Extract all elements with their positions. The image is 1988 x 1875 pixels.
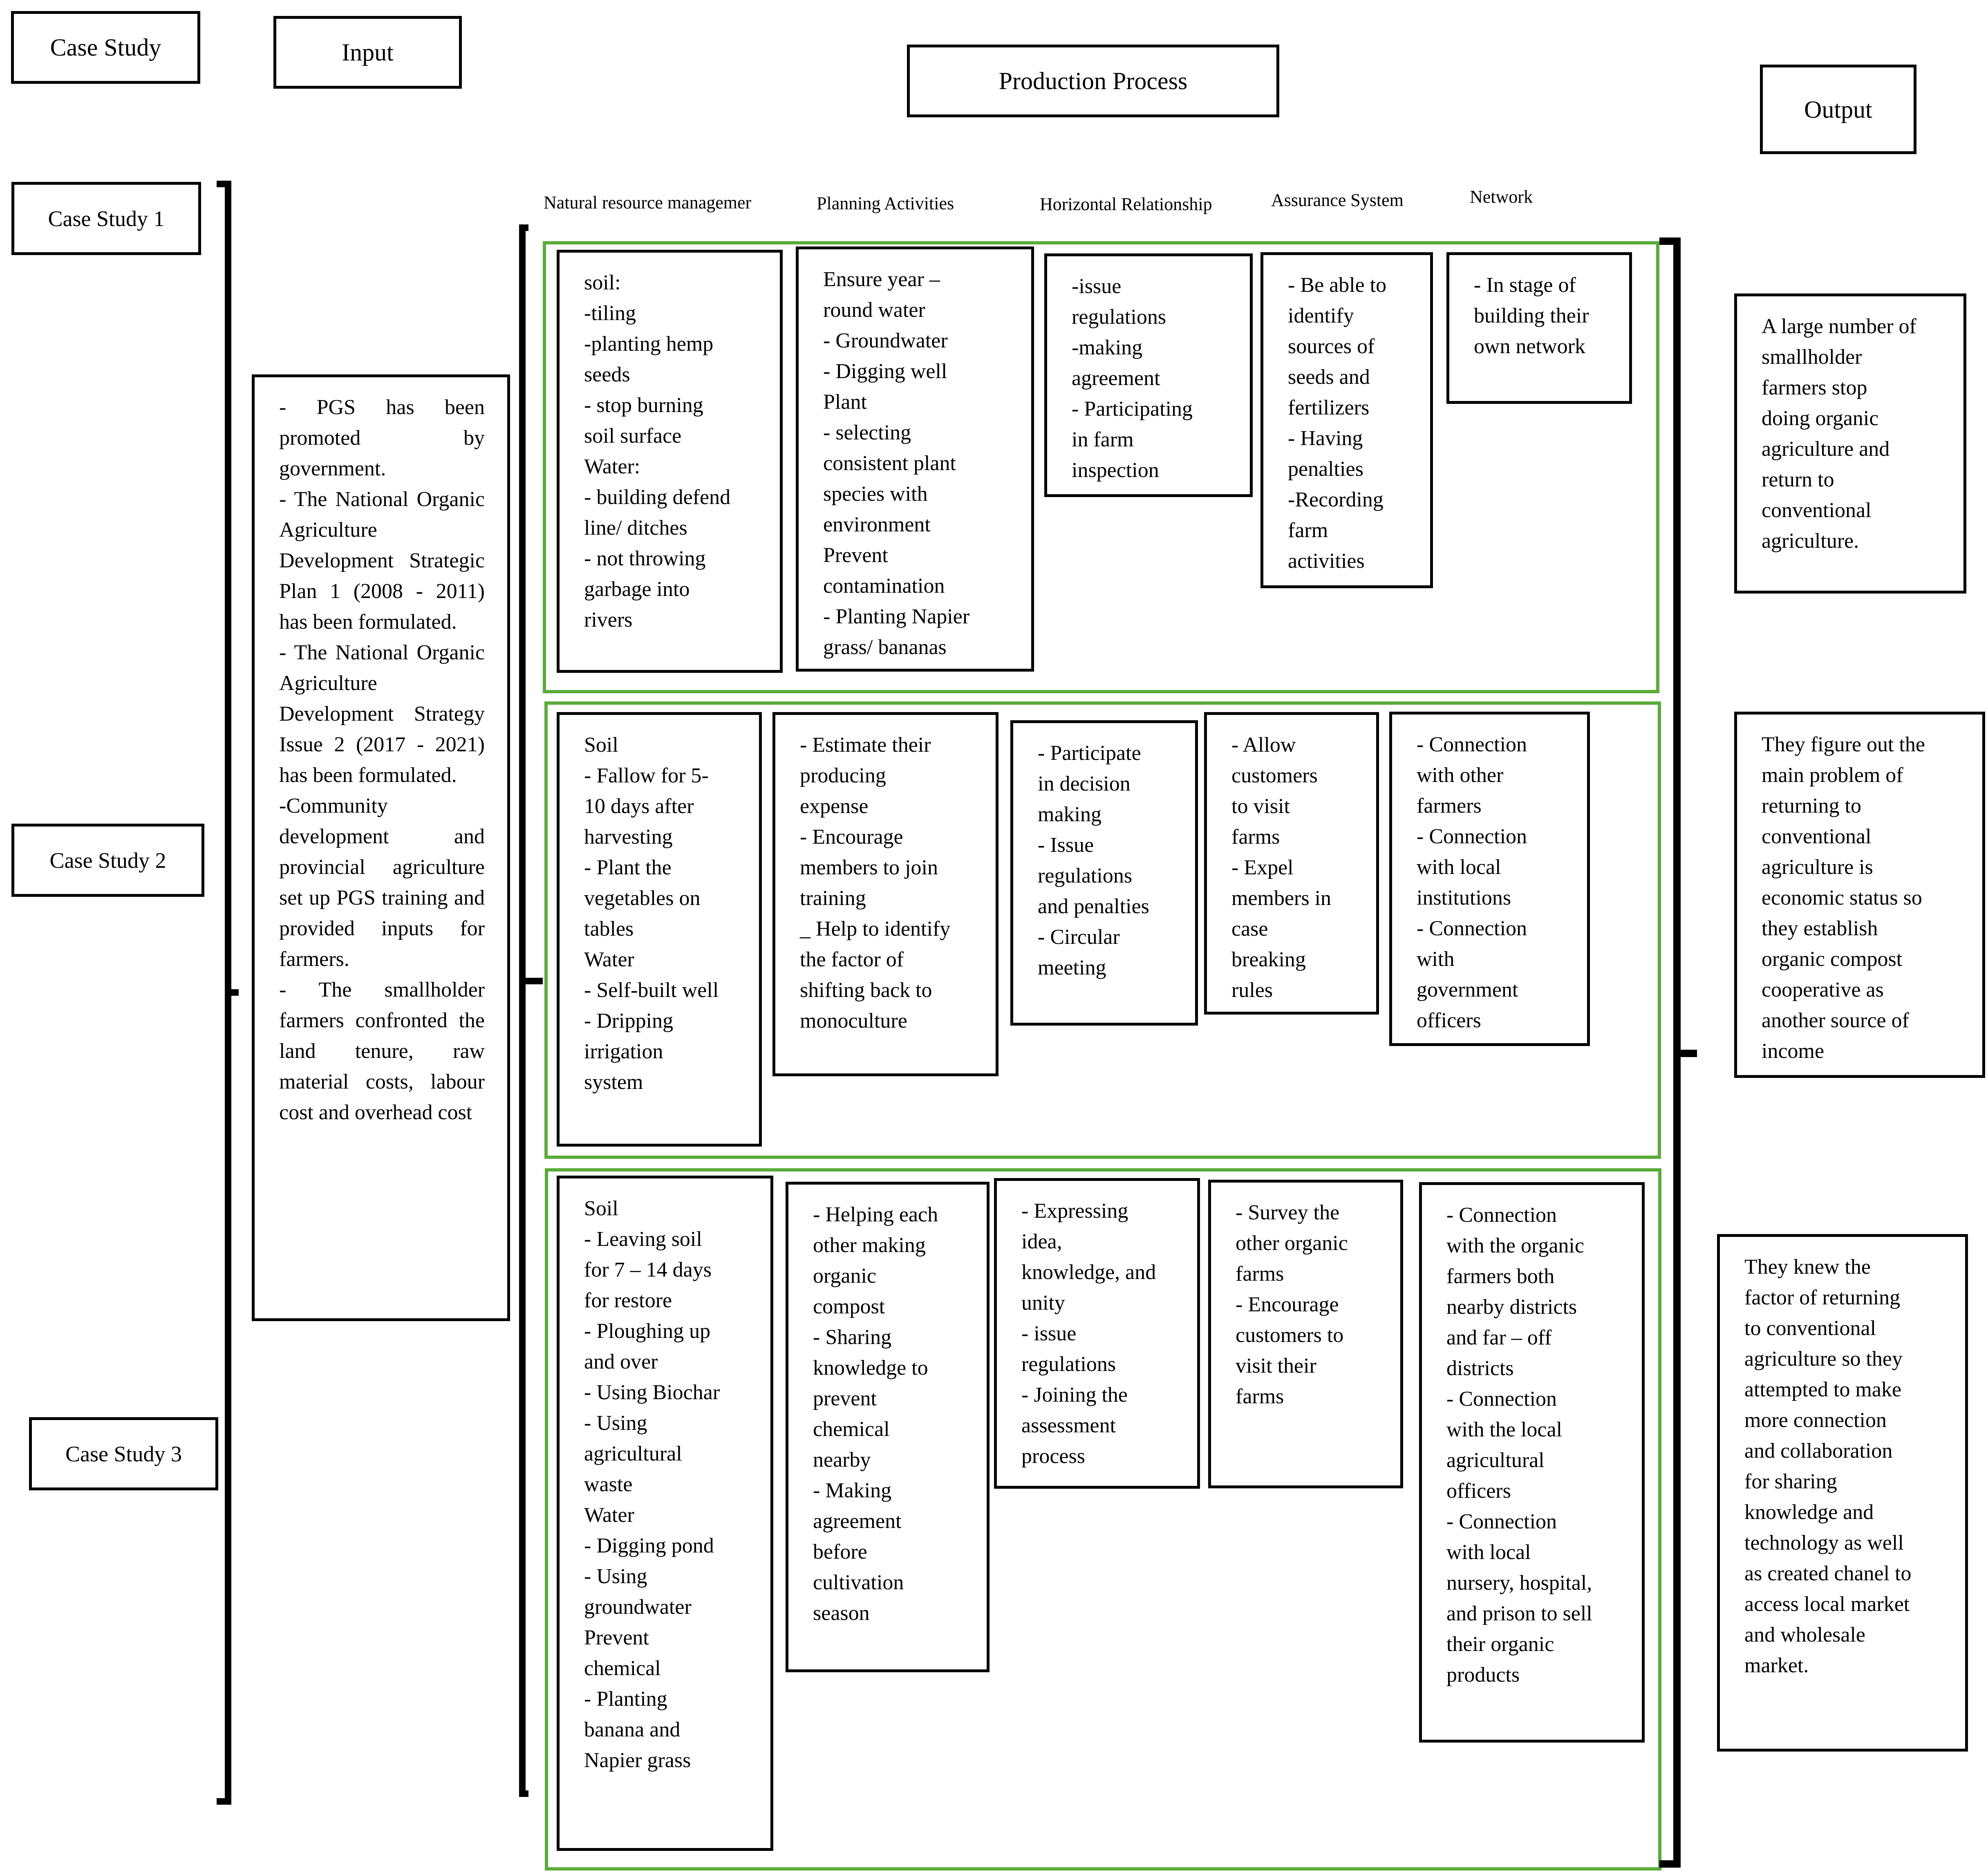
case-2-network-cell: - Connection with other farmers - Connec…	[1389, 712, 1590, 1046]
case-study-2-label: Case Study 2	[11, 824, 204, 897]
column-header-assurance: Assurance System	[1271, 190, 1404, 210]
case-1-assurance-cell: - Be able to identify sources of seeds a…	[1260, 252, 1433, 588]
case-study-3-label: Case Study 3	[29, 1417, 218, 1490]
case-3-assurance-cell: - Survey the other organic farms - Encou…	[1208, 1180, 1403, 1488]
case-2-assurance-cell: - Allow customers to visit farms - Expel…	[1204, 712, 1379, 1015]
case-2-planning-cell: - Estimate their producing expense - Enc…	[772, 712, 998, 1076]
case-2-natural-resource-cell: Soil - Fallow for 5- 10 days after harve…	[557, 712, 762, 1147]
case-1-output-box: A large number of smallholder farmers st…	[1734, 293, 1966, 594]
case-1-horizontal-cell: -issue regulations -making agreement - P…	[1044, 253, 1253, 497]
header-output: Output	[1760, 65, 1916, 154]
case-1-row-frame	[543, 241, 1659, 693]
column-header-network: Network	[1470, 187, 1533, 207]
case-1-natural-resource-cell: soil: -tiling -planting hemp seeds - sto…	[557, 250, 783, 673]
column-header-horizontal: Horizontal Relationship	[1040, 194, 1212, 214]
header-production-process: Production Process	[907, 45, 1279, 117]
case-2-row-frame	[544, 701, 1661, 1159]
case-1-planning-cell: Ensure year – round water - Groundwater …	[796, 246, 1034, 672]
header-case-study: Case Study	[11, 11, 200, 84]
case-3-natural-resource-cell: Soil - Leaving soil for 7 – 14 days for …	[557, 1176, 773, 1851]
process-to-output-bracket	[1659, 237, 1697, 1868]
case-3-horizontal-cell: - Expressing idea, knowledge, and unity …	[994, 1178, 1200, 1489]
column-header-planning: Planning Activities	[817, 193, 954, 213]
case-study-1-label: Case Study 1	[11, 182, 201, 255]
case-study-bracket	[217, 181, 239, 1805]
case-3-network-cell: - Connection with the organic farmers bo…	[1419, 1182, 1645, 1743]
case-2-horizontal-cell: - Participate in decision making - Issue…	[1010, 720, 1198, 1026]
header-input: Input	[273, 16, 462, 89]
column-header-natural-resource: Natural resource managemer	[544, 193, 752, 213]
input-bracket	[519, 224, 543, 1797]
case-3-output-box: They knew the factor of returning to con…	[1717, 1234, 1968, 1752]
case-3-row-frame	[545, 1168, 1661, 1871]
case-1-network-cell: - In stage of building their own network	[1446, 252, 1632, 404]
input-box: - PGS has been promoted by government. -…	[252, 374, 510, 1321]
case-2-output-box: They figure out the main problem of retu…	[1734, 712, 1985, 1078]
case-3-planning-cell: - Helping each other making organic comp…	[786, 1182, 990, 1672]
